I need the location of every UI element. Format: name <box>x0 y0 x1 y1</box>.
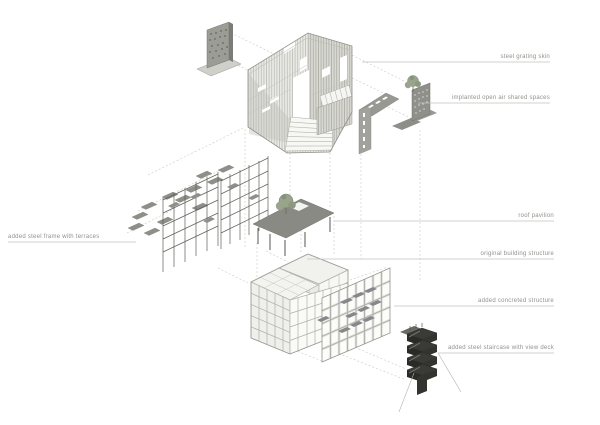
implanted-walkway <box>358 92 400 155</box>
label-original-building-structure: original building structure <box>480 251 554 257</box>
roof-pavilion <box>252 193 335 256</box>
added-concrete-grid <box>317 267 391 363</box>
grating-sample-panel <box>196 21 242 77</box>
balcony-plates <box>317 287 382 333</box>
perforations <box>414 89 428 114</box>
terrace-plates <box>127 164 235 236</box>
label-steel-grating-skin: steel grating skin <box>500 54 550 60</box>
skylight-opening <box>289 202 309 211</box>
steel-frame-right <box>220 156 269 249</box>
label-implanted-open-air-shared-spaces: implanted open air shared spaces <box>451 95 550 101</box>
label-added-concreted-structure: added concreted structure <box>478 298 554 304</box>
side-stair <box>316 84 353 136</box>
doorway-opening <box>293 70 309 131</box>
label-roof-pavilion: roof pavilion <box>518 213 554 219</box>
steel-frame-grids <box>162 156 269 272</box>
steel-frame-left <box>162 172 219 272</box>
label-added-steel-staircase-with-view-deck: added steel staircase with view deck <box>447 345 554 351</box>
label-added-steel-frame-with-terraces: added steel frame with terraces <box>8 234 100 240</box>
tree-icon <box>275 193 296 214</box>
grating-skin-structure <box>247 32 353 154</box>
steel-staircase-tower <box>400 323 438 395</box>
grating-speckles <box>209 29 228 59</box>
implanted-shared-space <box>392 75 437 130</box>
leader-lines <box>8 61 554 413</box>
tree-icon <box>404 75 421 92</box>
